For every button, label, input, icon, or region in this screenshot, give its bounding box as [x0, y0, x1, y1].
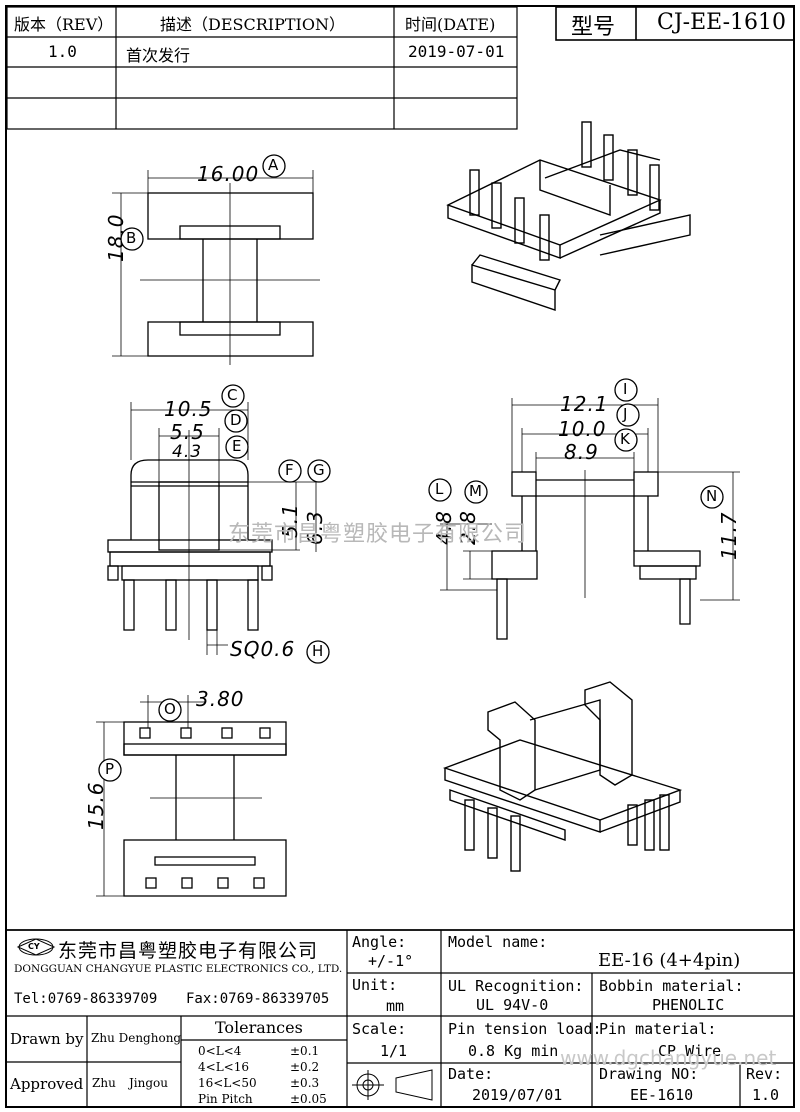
- tolerance-range-3: 16<L<50: [198, 1076, 257, 1090]
- tolerance-value-4: ±0.05: [290, 1092, 327, 1106]
- dim-i-value: 12.1: [560, 392, 609, 416]
- model-box-value: CJ-EE-1610: [657, 10, 787, 35]
- bobbin-material-label: Bobbin material:: [599, 977, 744, 995]
- balloon-a: A: [268, 156, 279, 174]
- balloon-b: B: [126, 229, 137, 247]
- scale-value: 1/1: [380, 1042, 408, 1060]
- tolerance-range-4: Pin Pitch: [198, 1092, 253, 1106]
- date-cell: 2019-07-01: [408, 42, 505, 61]
- company-fax: Fax:0769-86339705: [186, 991, 330, 1007]
- balloon-o: O: [164, 700, 176, 718]
- description-header: 描述（DESCRIPTION）: [160, 15, 345, 34]
- balloon-c: C: [227, 386, 238, 404]
- company-logo: [16, 938, 56, 956]
- unit-label: Unit:: [352, 976, 398, 994]
- scale-label: Scale:: [352, 1020, 407, 1038]
- tolerance-range-2: 4<L<16: [198, 1060, 249, 1074]
- balloon-m: M: [469, 482, 482, 500]
- model-name-value: EE-16 (4+4pin): [598, 950, 741, 971]
- date-value: 2019/07/01: [472, 1086, 563, 1104]
- tolerance-range-1: 0<L<4: [198, 1044, 242, 1058]
- company-name-cn: 东莞市昌粤塑胶电子有限公司: [58, 940, 319, 962]
- balloon-j: J: [623, 405, 628, 423]
- dim-o-value: 3.80: [196, 687, 245, 711]
- angle-label: Angle:: [352, 933, 407, 951]
- bobbin-material-value: PHENOLIC: [652, 996, 725, 1014]
- dim-d-value: 5.5: [170, 420, 205, 444]
- model-name-label: Model name:: [448, 933, 548, 951]
- balloon-e: E: [232, 437, 242, 455]
- drawn-by-label: Drawn by: [10, 1030, 84, 1048]
- pin-tension-label: Pin tension load:: [448, 1020, 602, 1038]
- dim-k-value: 8.9: [564, 440, 599, 464]
- ul-label: UL Recognition:: [448, 977, 584, 995]
- balloon-p: P: [105, 760, 115, 778]
- drawing-no-label: Drawing NO:: [599, 1065, 699, 1083]
- tolerance-ranges: 0<L<4 4<L<16 16<L<50 Pin Pitch: [198, 1043, 257, 1107]
- drawing-no-value: EE-1610: [630, 1086, 694, 1104]
- pin-tension-value: 0.8 Kg min: [468, 1042, 559, 1060]
- balloon-g: G: [313, 461, 325, 479]
- approved-by-first: Zhu: [92, 1076, 116, 1090]
- approved-by-last: Jingou: [129, 1076, 169, 1090]
- model-box-label: 型号: [571, 15, 616, 40]
- pin-material-label: Pin material:: [599, 1020, 717, 1038]
- dim-j-value: 10.0: [558, 417, 607, 441]
- unit-value: mm: [386, 997, 405, 1015]
- angle-value: +/-1°: [368, 952, 414, 970]
- front-view: [107, 402, 320, 655]
- balloon-d: D: [230, 411, 242, 429]
- rev-value: 1.0: [752, 1086, 780, 1104]
- rev-cell: 1.0: [48, 42, 77, 61]
- rev-label: Rev:: [746, 1065, 783, 1083]
- tolerance-value-3: ±0.3: [290, 1076, 320, 1090]
- date-header: 时间(DATE): [405, 15, 496, 34]
- drawn-by-name: Zhu Denghong: [91, 1031, 182, 1045]
- dim-c-value: 10.5: [164, 397, 213, 421]
- company-tel: Tel:0769-86339709: [14, 991, 158, 1007]
- projection-symbol: [352, 1069, 433, 1101]
- date-label: Date:: [448, 1065, 494, 1083]
- dim-h-value: SQ0.6: [230, 637, 296, 661]
- ul-value: UL 94V-0: [476, 996, 549, 1014]
- dim-e-value: 4.3: [172, 442, 203, 462]
- bottom-view: [96, 695, 287, 897]
- drawing-sheet-border: [5, 5, 795, 1108]
- balloon-h: H: [312, 642, 324, 660]
- approved-label: Approved: [10, 1075, 84, 1093]
- balloon-i: I: [623, 380, 628, 398]
- tolerance-value-2: ±0.2: [290, 1060, 320, 1074]
- url-watermark: www.dgchangyue.net: [560, 1046, 777, 1070]
- tolerances-title: Tolerances: [215, 1018, 303, 1037]
- description-cell: 首次发行: [126, 46, 191, 65]
- side-view: [440, 398, 740, 640]
- isometric-view-bottom: [442, 681, 683, 872]
- company-name-en: DONGGUAN CHANGYUE PLASTIC ELECTRONICS CO…: [14, 963, 343, 975]
- isometric-view-top: [446, 121, 691, 311]
- company-watermark: 东莞市昌粤塑胶电子有限公司: [228, 522, 528, 547]
- balloon-n: N: [706, 487, 718, 505]
- pin-material-value: CP Wire: [658, 1042, 722, 1060]
- logo-text: CY: [28, 942, 40, 951]
- tolerance-value-1: ±0.1: [290, 1044, 320, 1058]
- tolerance-values: ±0.1 ±0.2 ±0.3 ±0.05: [290, 1043, 327, 1107]
- balloon-k: K: [620, 430, 630, 448]
- balloon-l: L: [435, 480, 444, 498]
- dim-a-value: 16.00: [197, 162, 260, 186]
- balloon-f: F: [285, 461, 294, 479]
- rev-header: 版本（REV）: [14, 15, 114, 34]
- top-view: [112, 170, 320, 365]
